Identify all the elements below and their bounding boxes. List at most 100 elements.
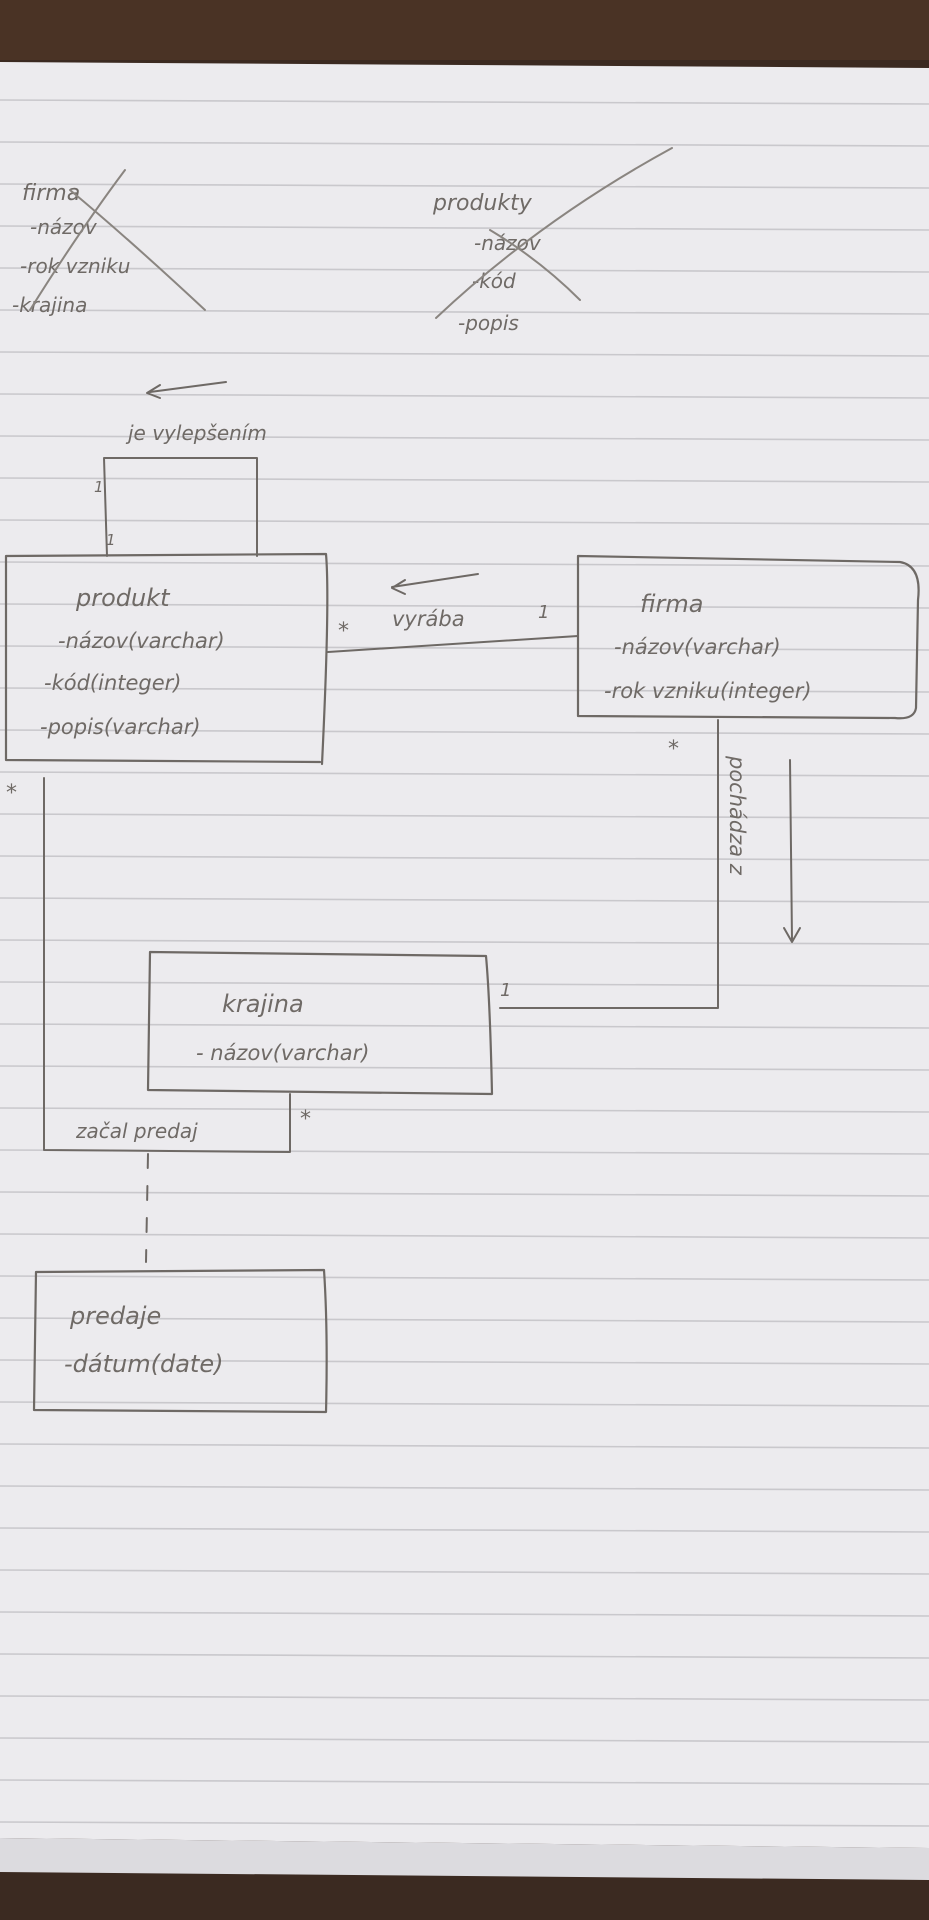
direction-arrowhead	[783, 927, 801, 943]
class-firma-title: firma	[640, 590, 703, 618]
multiplicity-vyraba-produkt: *	[338, 619, 349, 644]
class-produkt-attr-1: -názov(varchar)	[58, 629, 225, 653]
ruled-line	[0, 1485, 929, 1491]
class-firma: firma -názov(varchar) -rok vzniku(intege…	[576, 554, 920, 720]
class-krajina-attr-1: - názov(varchar)	[196, 1041, 369, 1065]
association-line	[499, 719, 719, 1009]
class-produkt-title: produkt	[75, 584, 171, 612]
ruled-line	[0, 1611, 929, 1617]
label-pochadza-z: pochádza z	[725, 755, 749, 876]
ruled-line	[0, 1233, 929, 1239]
ruled-line	[0, 813, 929, 819]
ruled-line	[0, 1779, 929, 1785]
note-firma-line-1: -názov	[30, 215, 98, 239]
note-firma-title: firma	[22, 181, 80, 206]
association-line	[327, 635, 579, 653]
class-krajina-title: krajina	[222, 990, 304, 1018]
ruled-line	[0, 1317, 929, 1323]
direction-arrowhead	[146, 384, 161, 399]
multiplicity-zacal-produkt: *	[6, 781, 17, 806]
direction-arrow-line	[789, 759, 793, 941]
ruled-line	[0, 1653, 929, 1659]
ruled-line	[0, 1107, 929, 1113]
ruled-line	[0, 1821, 929, 1827]
ruled-line	[0, 1443, 929, 1449]
note-produkty-line-1: -názov	[474, 231, 542, 255]
class-produkt: produkt -názov(varchar) -kód(integer) -p…	[4, 552, 329, 766]
class-firma-box	[576, 554, 920, 720]
table-edge-top	[0, 0, 929, 60]
cross-stroke	[29, 169, 126, 311]
ruled-lines	[0, 99, 929, 1827]
direction-arrow-line	[149, 381, 227, 393]
multiplicity-zacal-krajina: *	[300, 1107, 311, 1132]
ruled-line	[0, 183, 929, 189]
ruled-line	[0, 981, 929, 987]
note-produkty-line-3: -popis	[458, 311, 519, 335]
ruled-line	[0, 1191, 929, 1197]
ruled-line	[0, 1065, 929, 1071]
cross-stroke	[435, 147, 673, 319]
note-produkty-title: produkty	[432, 191, 533, 216]
class-produkt-box	[4, 552, 329, 766]
ruled-line	[0, 771, 929, 777]
ruled-line	[0, 477, 929, 483]
paper-stack-edge	[0, 1838, 929, 1880]
ruled-line	[0, 561, 929, 567]
ruled-line	[0, 267, 929, 273]
ruled-line	[0, 603, 929, 609]
multiplicity-vyraba-firma: 1	[538, 602, 549, 623]
note-firma-line-2: -rok vzniku	[20, 254, 130, 278]
class-krajina-box	[146, 950, 494, 1096]
association-je-vylepsenim: je vylepšením 1 1	[94, 381, 267, 557]
association-line	[43, 777, 291, 1153]
ruled-line	[0, 351, 929, 357]
association-pochadza-z: * 1 pochádza z	[499, 719, 801, 1009]
multiplicity-pochadza-krajina: 1	[500, 980, 511, 1001]
class-krajina: krajina - názov(varchar)	[146, 950, 494, 1096]
class-produkt-attr-3: -popis(varchar)	[40, 715, 201, 739]
multiplicity-pochadza-firma: *	[668, 737, 679, 762]
ruled-line	[0, 1695, 929, 1701]
multiplicity-self-a: 1	[94, 478, 104, 496]
ruled-line	[0, 1569, 929, 1575]
note-produkty-line-2: -kód	[472, 269, 516, 293]
ruled-line	[0, 939, 929, 945]
ruled-line	[0, 435, 929, 441]
note-firma-line-3: -krajina	[12, 293, 87, 317]
ruled-line	[0, 729, 929, 735]
class-predaje-title: predaje	[69, 1302, 161, 1330]
ruled-line	[0, 645, 929, 651]
ruled-line	[0, 1359, 929, 1365]
cross-stroke	[69, 189, 206, 311]
ruled-line	[0, 897, 929, 903]
ruled-line	[0, 225, 929, 231]
ruled-line	[0, 1527, 929, 1533]
cross-stroke	[489, 229, 581, 301]
multiplicity-self-b: 1	[106, 531, 116, 549]
crossed-note-produkty: produkty -názov -kód -popis	[432, 147, 673, 335]
label-vyraba: vyrába	[392, 607, 465, 631]
label-zacal-predaj: začal predaj	[75, 1119, 198, 1143]
ruled-line	[0, 1023, 929, 1029]
class-predaje: predaje -dátum(date)	[32, 1268, 328, 1414]
ruled-line	[0, 309, 929, 315]
ruled-line	[0, 855, 929, 861]
ruled-line	[0, 99, 929, 105]
ruled-line	[0, 519, 929, 525]
association-zacal-predaj: * * začal predaj	[6, 777, 311, 1263]
class-firma-attr-1: -názov(varchar)	[614, 635, 781, 659]
label-je-vylepsenim: je vylepšením	[125, 421, 267, 445]
ruled-line	[0, 1401, 929, 1407]
association-vyraba: vyrába * 1	[327, 573, 579, 653]
self-association-loop	[103, 457, 258, 557]
class-predaje-box	[32, 1268, 328, 1414]
ruled-line	[0, 687, 929, 693]
class-firma-attr-2: -rok vzniku(integer)	[604, 679, 812, 703]
direction-arrowhead	[391, 579, 406, 595]
class-predaje-attr-1: -dátum(date)	[64, 1350, 223, 1378]
class-produkt-attr-2: -kód(integer)	[44, 671, 181, 695]
ruled-line	[0, 393, 929, 399]
crossed-note-firma: firma -názov -rok vzniku -krajina	[12, 169, 206, 317]
